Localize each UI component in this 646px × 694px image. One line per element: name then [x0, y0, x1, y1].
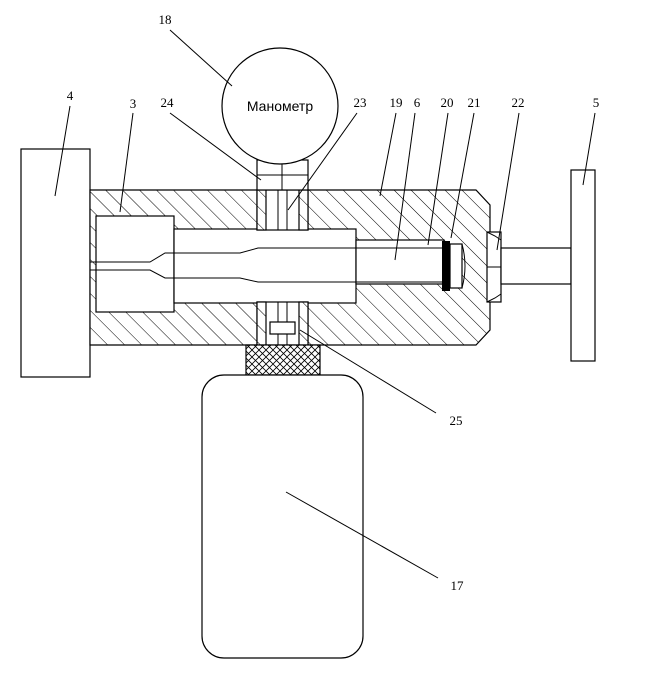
label-4: 4 — [67, 88, 74, 103]
seal-ring — [449, 243, 463, 289]
shaft — [500, 247, 572, 285]
left-plate — [20, 148, 91, 378]
label-22: 22 — [512, 95, 525, 110]
channel-walls — [256, 189, 309, 346]
label-6: 6 — [414, 95, 421, 110]
pressure-gauge — [221, 47, 339, 165]
piston-rod — [89, 247, 444, 283]
label-20: 20 — [441, 95, 454, 110]
label-19: 19 — [390, 95, 403, 110]
right-plate — [570, 169, 596, 362]
gauge-label: Манометр — [247, 98, 313, 114]
label-17: 17 — [451, 578, 465, 593]
label-18: 18 — [159, 12, 172, 27]
bottle — [201, 374, 364, 659]
leader-lines — [54, 29, 596, 579]
seal — [442, 241, 450, 291]
label-3: 3 — [130, 96, 137, 111]
label-5: 5 — [593, 95, 600, 110]
label-25: 25 — [450, 413, 463, 428]
gauge-neck — [256, 159, 309, 191]
label-24: 24 — [161, 95, 175, 110]
knurled-coupling — [245, 344, 321, 376]
nut — [486, 231, 502, 303]
label-21: 21 — [468, 95, 481, 110]
label-23: 23 — [354, 95, 367, 110]
